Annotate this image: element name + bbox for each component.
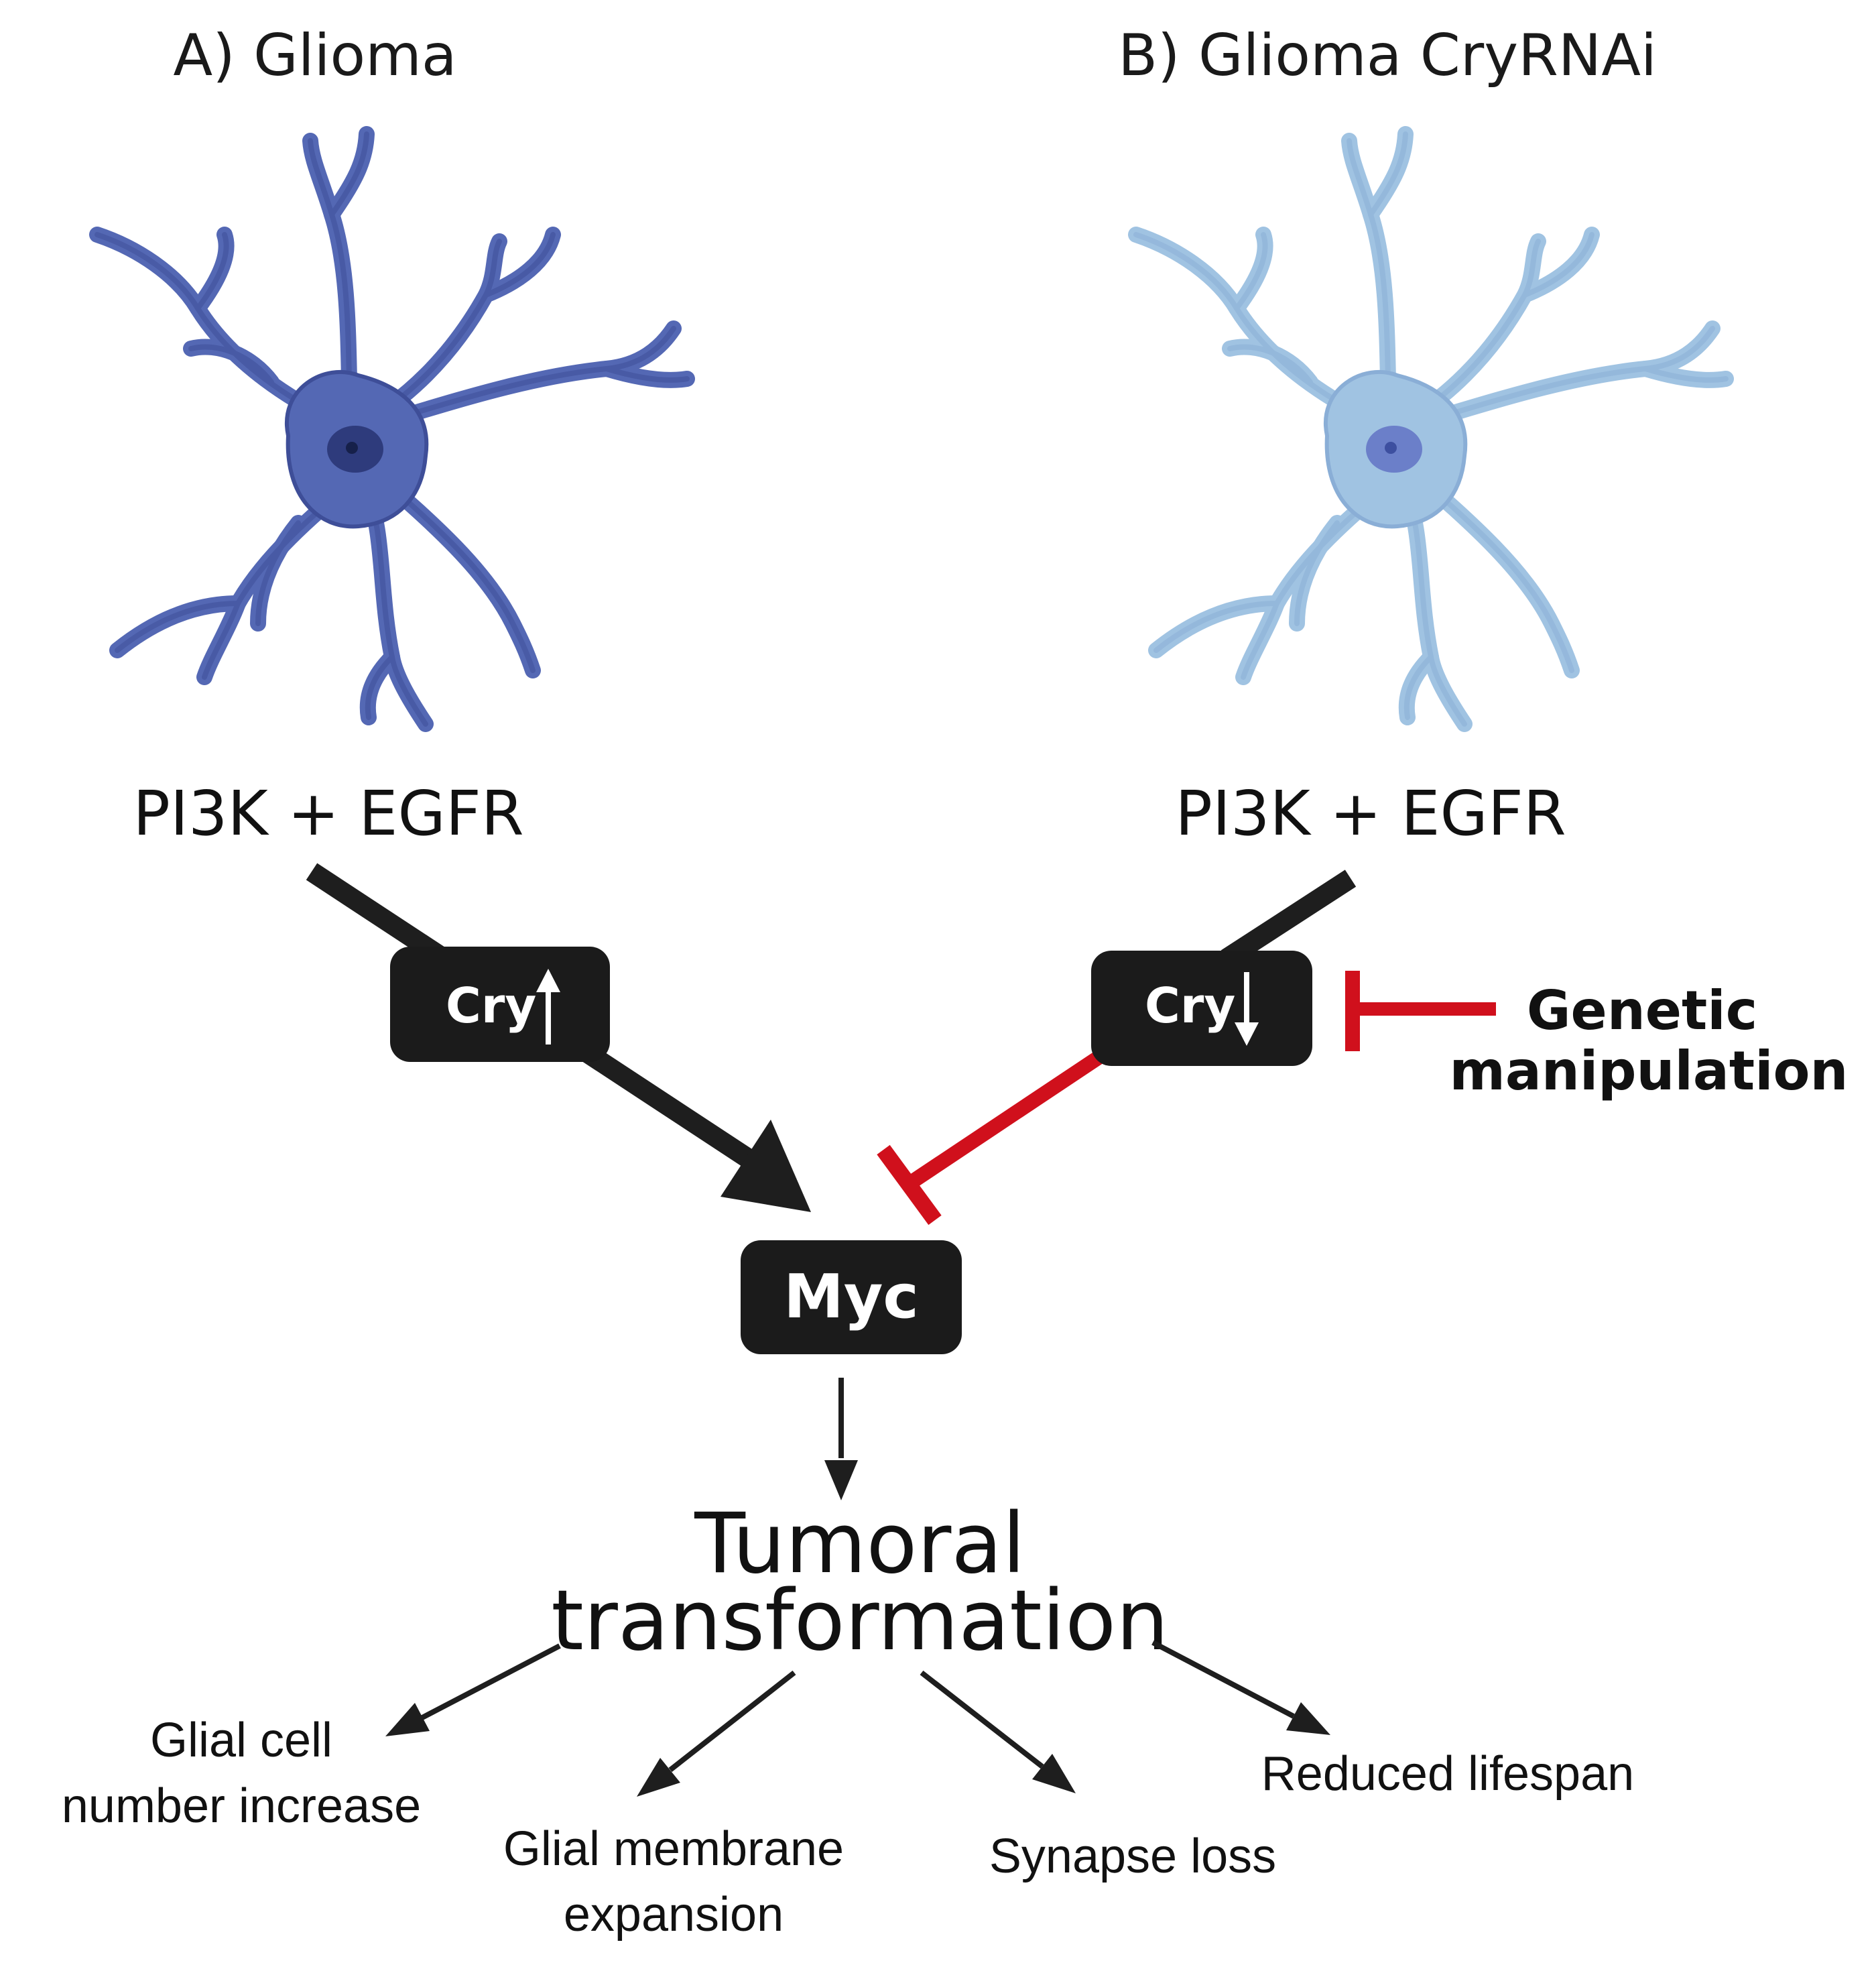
arrow-myc-down-head — [824, 1460, 858, 1500]
arrow-outcome-glial-cell-head — [385, 1703, 430, 1736]
panel-b-title: B) Glioma CryRNAi — [1118, 22, 1657, 89]
cry-up-box: Cry — [390, 947, 610, 1062]
outcome-lifespan-line1: Reduced lifespan — [1261, 1747, 1634, 1801]
up-arrow-head-icon — [536, 969, 560, 992]
astrocyte-cell-a — [97, 134, 687, 724]
cry-down-box: Cry — [1091, 951, 1312, 1066]
myc-box: Myc — [741, 1240, 962, 1354]
arrow-outcome-lifespan-head — [1286, 1702, 1330, 1735]
genetic-manipulation-line2: manipulation — [1450, 1040, 1849, 1102]
arrow-outcome-synapse-head — [1032, 1754, 1076, 1793]
outcome-glial-cell-line2: number increase — [62, 1779, 421, 1833]
inhibition-bar-myc — [877, 1144, 942, 1226]
astrocyte-cell-b — [1136, 134, 1726, 724]
outcome-glial-cell-line1: Glial cell — [150, 1714, 332, 1767]
panel-b-upstream-line — [1221, 870, 1357, 967]
outcome-membrane-line2: expansion — [564, 1888, 784, 1942]
cry-a-label: Cry — [446, 977, 536, 1034]
arrow-outcome-membrane — [668, 1670, 796, 1773]
panel-a-title: A) Glioma — [173, 22, 456, 89]
panel-a-pathway-label: PI3K + EGFR — [133, 778, 523, 849]
myc-label: Myc — [784, 1262, 919, 1332]
arrow-outcome-synapse — [920, 1670, 1044, 1769]
outcome-membrane-line1: Glial membrane — [503, 1822, 844, 1876]
panel-b-pathway-label: PI3K + EGFR — [1175, 778, 1566, 849]
down-arrow-head-icon — [1235, 1022, 1259, 1046]
inhibition-line-myc — [900, 1046, 1111, 1193]
genetic-manipulation-line1: Genetic — [1527, 979, 1757, 1042]
arrow-outcome-glial-cell — [421, 1643, 561, 1720]
arrow-a-head — [721, 1120, 811, 1212]
outcome-synapse-line1: Synapse loss — [989, 1830, 1276, 1883]
cry-b-label: Cry — [1145, 977, 1235, 1034]
tumoral-line1: Tumoral — [694, 1496, 1025, 1592]
arrow-outcome-membrane-head — [637, 1758, 680, 1797]
tumoral-line2: transformation — [551, 1573, 1168, 1669]
arrow-outcome-lifespan — [1151, 1640, 1295, 1719]
